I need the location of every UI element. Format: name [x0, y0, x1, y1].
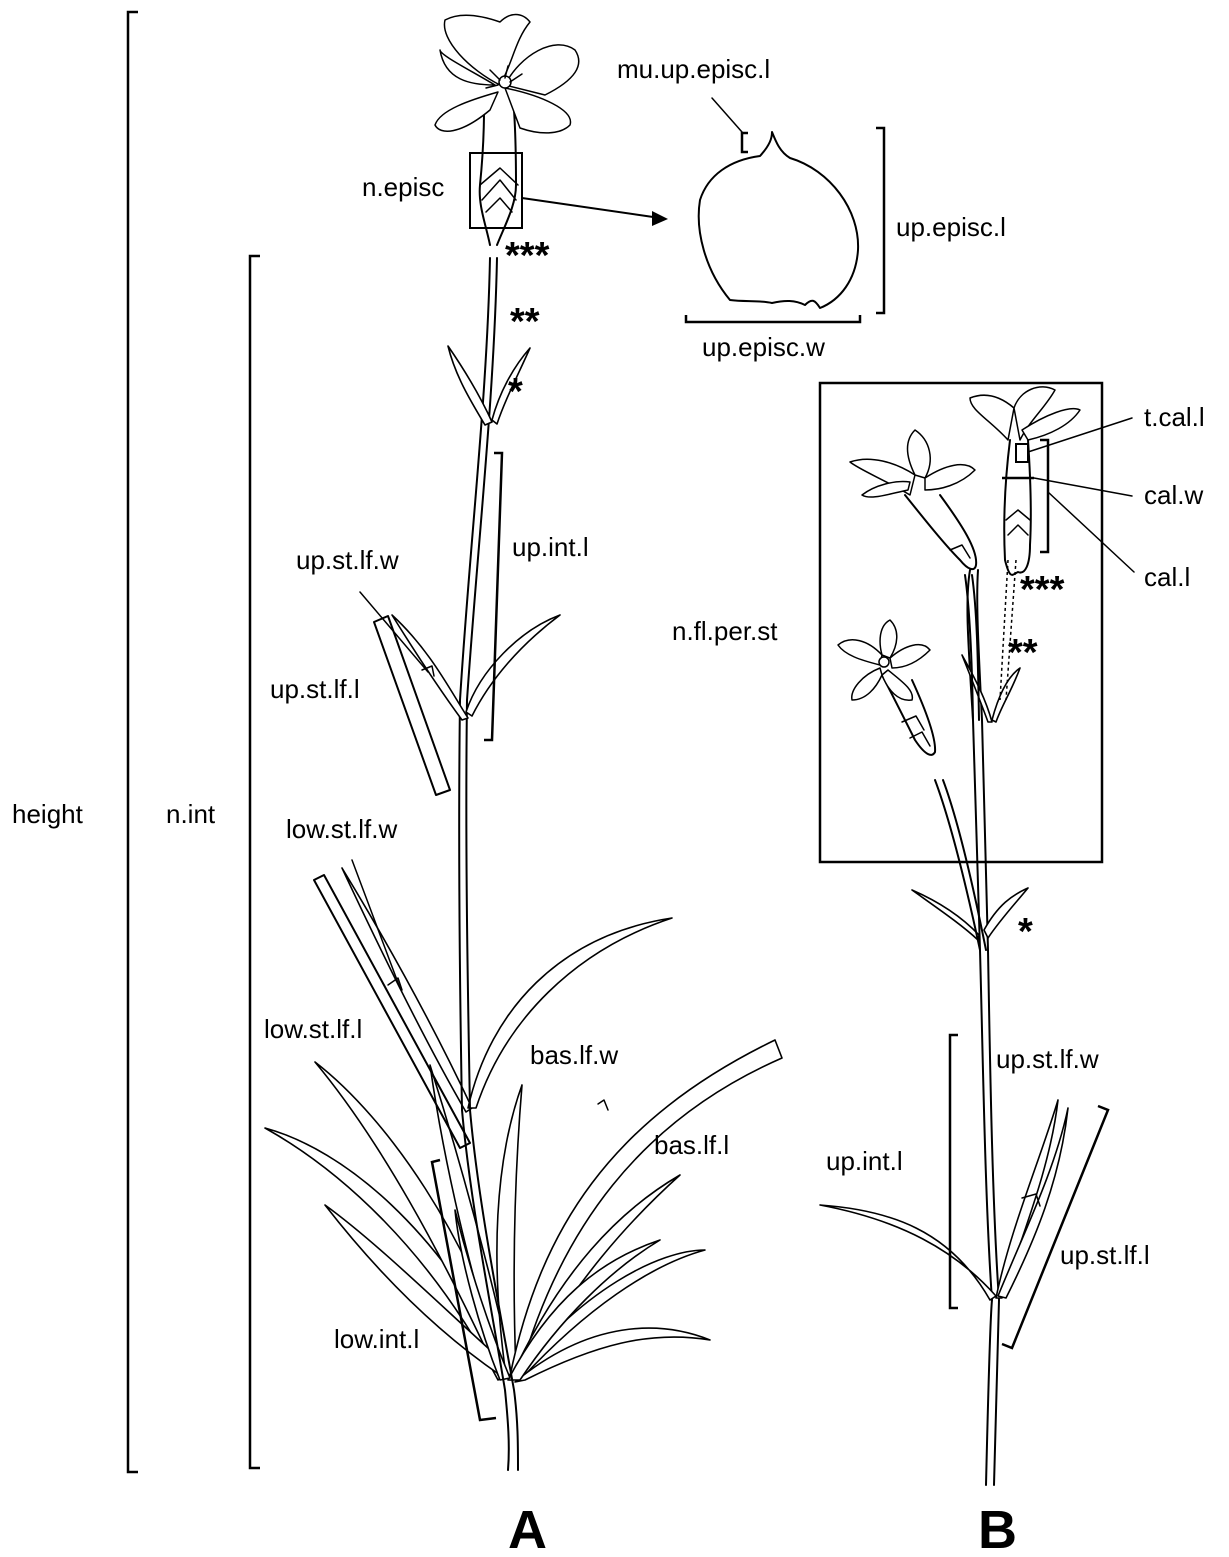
up-episc-w-bracket [686, 315, 860, 322]
label-bas-lf-w: bas.lf.w [530, 1040, 618, 1070]
label-up-st-lf-l-b: up.st.lf.l [1060, 1240, 1150, 1270]
flower-b-top-right [970, 387, 1080, 575]
panel-b-drawing [820, 383, 1134, 1485]
marker-a-three: *** [505, 235, 550, 277]
n-fl-per-st-box [820, 383, 1102, 862]
label-up-int-l-b: up.int.l [826, 1146, 903, 1176]
label-up-st-lf-w-b: up.st.lf.w [996, 1044, 1099, 1074]
episc-box [470, 153, 522, 228]
epicalyx-scale-detail [699, 132, 858, 308]
label-up-episc-l: up.episc.l [896, 212, 1006, 242]
marker-b-one: * [1018, 911, 1033, 953]
leaf-b-upper-right [992, 668, 1020, 722]
cal-l-pointer [1048, 492, 1134, 572]
label-up-st-lf-l-a: up.st.lf.l [270, 674, 360, 704]
marker-a-two: ** [510, 301, 540, 343]
panel-a-drawing [128, 12, 884, 1472]
n-int-bracket [250, 256, 260, 1468]
mu-bracket [742, 133, 748, 152]
episc-arrow [522, 198, 660, 218]
marker-a-one: * [508, 371, 523, 413]
label-t-cal-l: t.cal.l [1144, 402, 1205, 432]
label-low-int-l: low.int.l [334, 1324, 419, 1354]
up-stem-leaf-right [466, 615, 560, 716]
mu-pointer [712, 98, 742, 132]
label-cal-l: cal.l [1144, 562, 1190, 592]
label-low-st-lf-l: low.st.lf.l [264, 1014, 362, 1044]
label-height: height [12, 799, 84, 829]
pedicel-dash-b [1000, 560, 1008, 700]
panel-label-b: B [978, 1500, 1017, 1557]
label-low-st-lf-w: low.st.lf.w [286, 814, 397, 844]
label-up-int-l-a: up.int.l [512, 532, 589, 562]
flower-b-top-left [850, 430, 976, 569]
marker-b-three: *** [1020, 569, 1065, 611]
low-stem-leaf-right [468, 918, 672, 1108]
low-st-lf-box [314, 875, 470, 1148]
marker-b-two: ** [1008, 632, 1038, 674]
label-mu-up-episc-l: mu.up.episc.l [617, 54, 770, 84]
label-n-episc: n.episc [362, 172, 444, 202]
height-bracket [128, 12, 138, 1472]
low-stem-leaf-left [342, 868, 472, 1112]
up-int-bracket-a [484, 453, 502, 740]
label-cal-w: cal.w [1144, 480, 1203, 510]
up-episc-l-bracket [876, 128, 884, 313]
leaf-b-low-left [820, 1205, 996, 1300]
label-n-int: n.int [166, 799, 216, 829]
label-n-fl-per-st: n.fl.per.st [672, 616, 778, 646]
label-up-st-lf-w-a: up.st.lf.w [296, 545, 399, 575]
panel-label-a: A [508, 1500, 547, 1557]
label-up-episc-w: up.episc.w [702, 332, 825, 362]
bas-lf-marker [598, 1100, 608, 1110]
cal-l-bracket [1040, 440, 1048, 552]
flower-a [435, 15, 579, 133]
up-st-lf-w-pointer [360, 592, 428, 672]
flower-b-lower [838, 620, 935, 755]
up-int-bracket-b [950, 1035, 958, 1308]
label-bas-lf-l: bas.lf.l [654, 1130, 729, 1160]
